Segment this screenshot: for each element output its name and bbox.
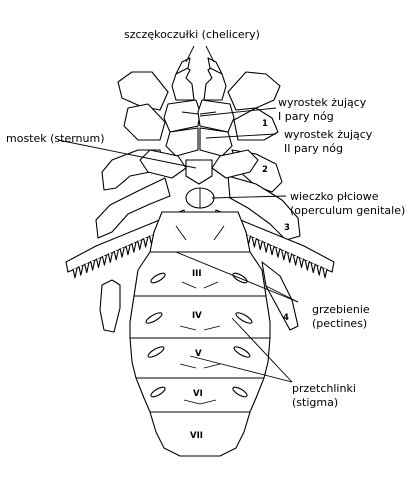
- pecten-tooth: [137, 240, 143, 251]
- pecten-tooth: [287, 253, 293, 263]
- pecten-tooth: [101, 255, 107, 266]
- segment-number-V: V: [195, 349, 202, 359]
- label-coxal-process-1-line1: wyrostek żujący: [278, 96, 367, 109]
- leg-numbers: 1 2 3 4: [262, 119, 290, 323]
- label-chelicerae: szczękoczułki (chelicery): [124, 28, 260, 41]
- pecten-tooth: [269, 245, 275, 256]
- label-operculum-line2: (operculum genitale): [290, 204, 405, 217]
- pecten-tooth: [298, 258, 305, 269]
- pecten-tooth: [281, 250, 287, 261]
- pecten-tooth: [275, 248, 281, 258]
- pecten-tooth: [113, 250, 119, 261]
- pectines: [65, 209, 335, 279]
- pecten-tooth: [322, 268, 328, 279]
- pecten-tooth: [310, 263, 316, 274]
- pecten-tooth: [131, 243, 137, 253]
- pecten-tooth: [263, 243, 269, 253]
- operculum-genitale: [185, 187, 215, 209]
- coxae: [139, 99, 259, 179]
- pecten-tooth: [72, 268, 78, 279]
- segment-number-IV: IV: [192, 311, 202, 321]
- pecten-tooth: [316, 266, 322, 276]
- leg-number-1: 1: [262, 119, 268, 129]
- pecten-tooth: [293, 255, 299, 266]
- label-pectines-line2: (pectines): [312, 317, 367, 330]
- pecten-tooth: [78, 266, 84, 276]
- pecten-tooth: [251, 237, 257, 248]
- pecten-tooth: [257, 240, 263, 251]
- leg-number-2: 2: [262, 165, 268, 175]
- segment-number-III: III: [192, 269, 202, 279]
- segment-numbers: III IV V VI VII: [190, 269, 203, 441]
- pecten-tooth: [107, 253, 113, 263]
- leg-number-4: 4: [283, 313, 289, 323]
- chelicerae: [171, 57, 227, 101]
- label-pectines-line1: grzebienie: [312, 303, 370, 316]
- pecten-tooth: [84, 263, 90, 274]
- label-coxal-process-1-line2: I pary nóg: [278, 110, 334, 123]
- pecten-tooth: [125, 245, 131, 256]
- label-stigmata-line1: przetchlinki: [292, 382, 356, 395]
- pecten-tooth: [143, 237, 149, 248]
- label-coxal-process-2-line2: II pary nóg: [284, 142, 343, 155]
- segment-number-VII: VII: [190, 431, 203, 441]
- label-operculum-line1: wieczko płciowe: [290, 190, 379, 203]
- pecten-tooth: [95, 258, 102, 269]
- segment-number-VI: VI: [193, 389, 203, 399]
- leg-number-3: 3: [284, 223, 290, 233]
- annotation-labels: szczękoczułki (chelicery) wyrostek żując…: [6, 28, 405, 409]
- pecten-tooth: [119, 248, 125, 258]
- label-stigmata-line2: (stigma): [292, 396, 338, 409]
- pecten-tooth: [90, 260, 96, 271]
- label-sternum: mostek (sternum): [6, 132, 105, 145]
- sternum: [185, 159, 213, 185]
- mesosoma: [129, 211, 271, 457]
- pecten-tooth: [304, 260, 310, 271]
- label-coxal-process-2-line1: wyrostek żujący: [284, 128, 373, 141]
- leader-lines: [57, 45, 299, 383]
